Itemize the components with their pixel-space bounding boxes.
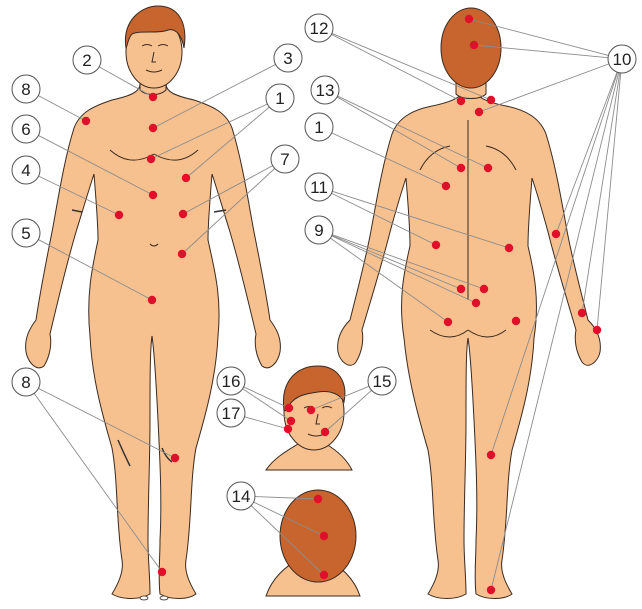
point-marker [432, 241, 440, 249]
label-number: 14 [232, 487, 251, 506]
point-marker [475, 108, 483, 116]
face-side-view [266, 366, 352, 470]
label-front-3: 3 [274, 44, 302, 72]
label-number: 12 [310, 19, 329, 38]
point-marker [158, 568, 166, 576]
point-marker [552, 230, 560, 238]
label-front-5: 5 [12, 219, 40, 247]
label-front-7: 7 [271, 145, 299, 173]
label-number: 5 [21, 224, 30, 243]
label-back-9: 9 [305, 216, 333, 244]
point-marker [487, 586, 495, 594]
label-front-8-top: 8 [12, 75, 40, 103]
label-back-1: 1 [305, 113, 333, 141]
point-marker [593, 326, 601, 334]
label-number: 11 [310, 178, 328, 197]
label-number: 8 [21, 373, 30, 392]
back-view-figure [338, 8, 601, 599]
label-number: 15 [373, 372, 392, 391]
front-toenails [140, 596, 168, 600]
point-marker [442, 182, 450, 190]
point-marker [321, 428, 329, 436]
point-marker [487, 96, 495, 104]
point-marker [115, 211, 123, 219]
point-marker [444, 318, 452, 326]
head-back-skull [280, 490, 356, 582]
label-face-17: 17 [217, 399, 245, 427]
label-front-1: 1 [266, 84, 294, 112]
label-number: 17 [222, 404, 241, 423]
point-marker [578, 309, 586, 317]
point-marker [470, 41, 478, 49]
point-marker [487, 451, 495, 459]
label-number: 6 [21, 120, 30, 139]
head-back-view [266, 490, 360, 596]
label-number: 8 [21, 80, 30, 99]
label-front-8-bottom: 8 [12, 368, 40, 396]
point-marker [149, 124, 157, 132]
label-back-13: 13 [311, 76, 339, 104]
point-marker [307, 406, 315, 414]
point-marker [179, 210, 187, 218]
label-face-15: 15 [368, 367, 396, 395]
label-number: 4 [21, 161, 30, 180]
label-front-4: 4 [12, 156, 40, 184]
point-marker [149, 191, 157, 199]
label-number: 7 [280, 150, 289, 169]
point-marker [182, 174, 190, 182]
point-marker [287, 417, 295, 425]
label-number: 10 [613, 50, 632, 69]
point-marker [284, 425, 292, 433]
leader-line [244, 417, 288, 429]
point-marker [457, 285, 465, 293]
label-number: 13 [316, 81, 335, 100]
point-marker [314, 495, 322, 503]
label-back-12: 12 [305, 14, 333, 42]
point-marker [148, 296, 156, 304]
label-number: 9 [314, 221, 323, 240]
point-marker [505, 244, 513, 252]
label-front-2: 2 [73, 46, 101, 74]
point-marker [457, 164, 465, 172]
point-marker [465, 15, 473, 23]
leader-line [38, 96, 86, 121]
label-front-6: 6 [12, 115, 40, 143]
label-face-16: 16 [217, 367, 245, 395]
point-marker [484, 164, 492, 172]
point-marker [320, 532, 328, 540]
point-marker [320, 571, 328, 579]
point-marker [82, 117, 90, 125]
label-number: 1 [275, 89, 284, 108]
label-number: 2 [82, 51, 91, 70]
leader-line [479, 64, 609, 112]
label-head-14: 14 [227, 482, 255, 510]
point-marker [147, 155, 155, 163]
back-body [338, 88, 601, 599]
point-marker [285, 404, 293, 412]
label-back-10: 10 [608, 45, 636, 73]
point-marker [480, 285, 488, 293]
point-marker [472, 299, 480, 307]
point-marker [457, 97, 465, 105]
label-number: 1 [314, 118, 323, 137]
leader-line [582, 73, 620, 313]
point-marker [512, 317, 520, 325]
label-back-11: 11 [305, 173, 333, 201]
point-marker [171, 454, 179, 462]
label-number: 16 [222, 372, 241, 391]
point-marker [149, 93, 157, 101]
point-marker [178, 250, 186, 258]
label-number: 3 [283, 49, 292, 68]
